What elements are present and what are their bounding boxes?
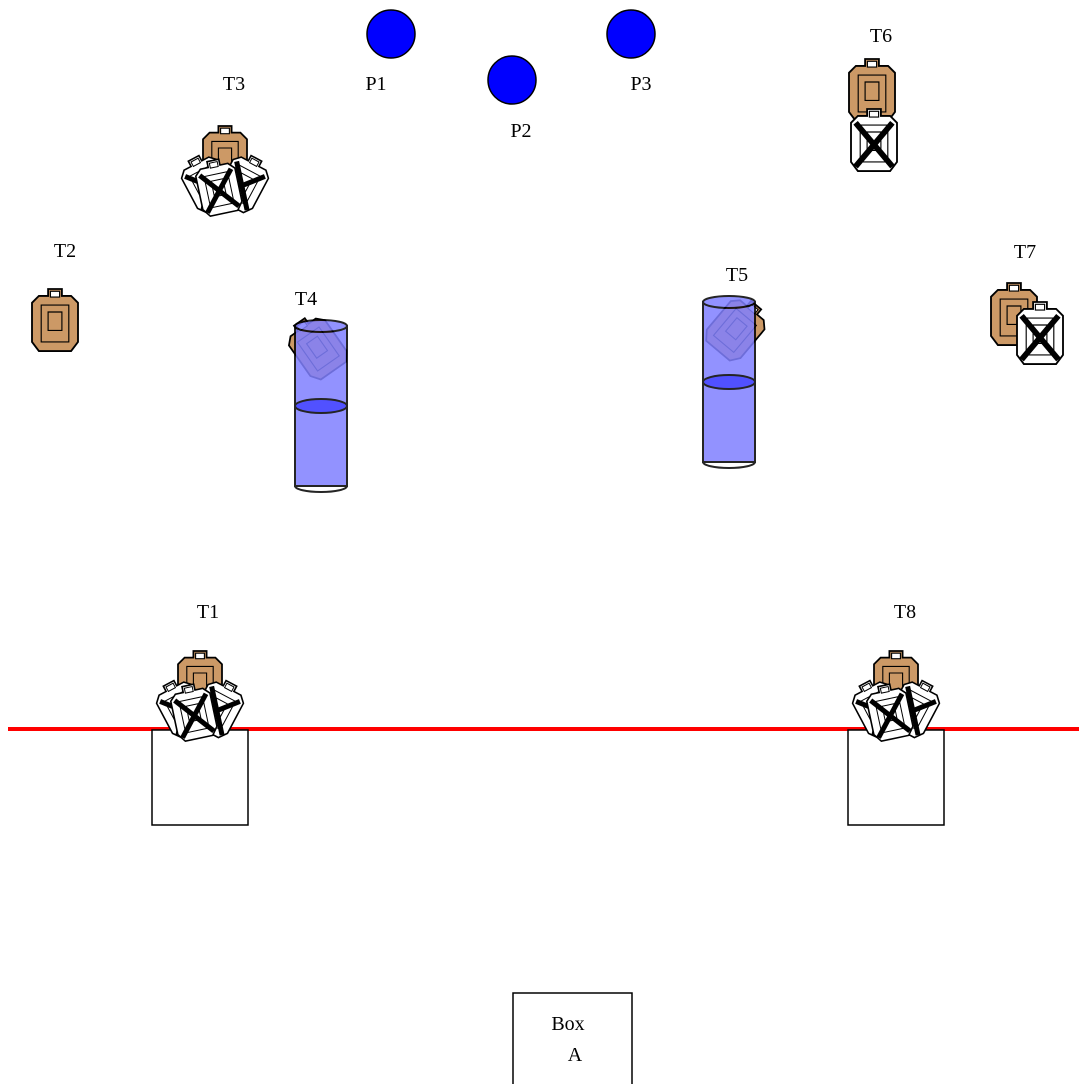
- no-shoot-t6: [851, 109, 897, 171]
- start-box-right: [847, 729, 945, 826]
- steel-plate-p2: [487, 55, 537, 105]
- target-label-t2: T2: [54, 240, 76, 262]
- barrel-t5: [702, 295, 756, 469]
- steel-plate-p3: [606, 9, 656, 59]
- box-a-label-line2: A: [568, 1044, 583, 1066]
- plate-label-p2: P2: [510, 120, 531, 142]
- target-label-t4: T4: [295, 288, 317, 310]
- plate-label-p3: P3: [630, 73, 651, 95]
- no-shoot-t7: [1017, 302, 1063, 364]
- target-label-t8: T8: [894, 601, 916, 623]
- steel-plate-p1: [366, 9, 416, 59]
- box-a: [512, 992, 633, 1084]
- target-label-t5: T5: [726, 264, 748, 286]
- plate-label-p1: P1: [365, 73, 386, 95]
- target-label-t3: T3: [223, 73, 245, 95]
- target-t3: [176, 126, 274, 217]
- start-box-left: [151, 729, 249, 826]
- target-label-t6: T6: [870, 25, 892, 47]
- barrel-t4: [294, 319, 348, 493]
- target-label-t1: T1: [197, 601, 219, 623]
- box-a-label-line1: Box: [551, 1013, 584, 1035]
- target-label-t7: T7: [1014, 241, 1036, 263]
- target-t2: [31, 288, 79, 353]
